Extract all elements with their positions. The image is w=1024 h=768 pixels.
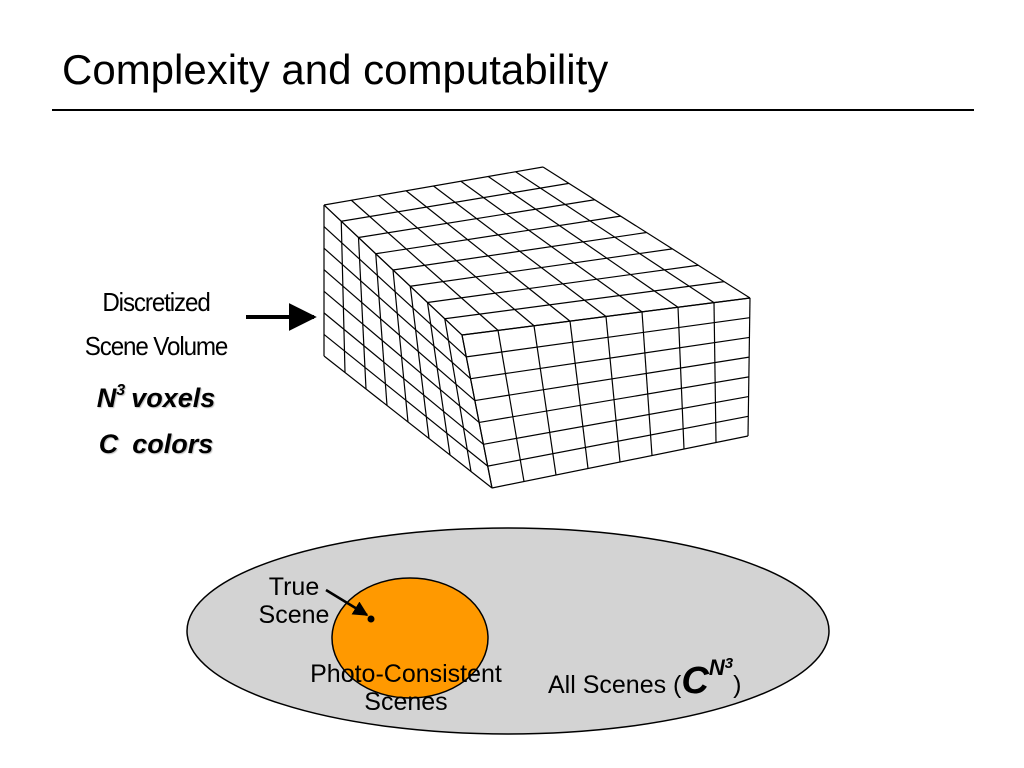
true-scene-arrow <box>325 588 369 617</box>
slide-title: Complexity and computability <box>62 46 609 93</box>
color-symbol: C <box>98 429 119 459</box>
all-scenes-exponent: N3 <box>708 655 734 680</box>
voxel-grid-cube <box>323 166 751 489</box>
true-scene-label: True Scene <box>254 573 334 629</box>
true-scene-point <box>367 615 375 623</box>
all-scenes-base: C <box>681 660 709 702</box>
voxel-word: voxels <box>131 383 216 413</box>
true-scene-label-line2: Scene <box>258 601 330 629</box>
volume-label-line2: Scene Volume <box>84 331 229 361</box>
all-scenes-set <box>186 527 830 735</box>
voxel-exponent: 3 <box>116 382 126 399</box>
photo-consistent-label: Photo-Consistent Scenes <box>284 660 528 716</box>
title-underline <box>52 109 974 111</box>
photo-consistent-set <box>331 577 489 699</box>
all-scenes-suffix: ) <box>733 671 742 699</box>
volume-label-line1: Discretized <box>102 287 210 317</box>
all-scenes-prefix: All Scenes ( <box>548 671 682 699</box>
photo-consistent-label-line1: Photo-Consistent <box>310 660 502 688</box>
voxel-symbol: N <box>96 383 117 413</box>
color-word: colors <box>132 429 214 459</box>
voxel-count: N3 voxels <box>38 368 274 421</box>
photo-consistent-label-line2: Scenes <box>364 688 448 716</box>
all-scenes-label: All Scenes (CN3) <box>548 634 741 715</box>
true-scene-label-line1: True <box>268 573 320 601</box>
